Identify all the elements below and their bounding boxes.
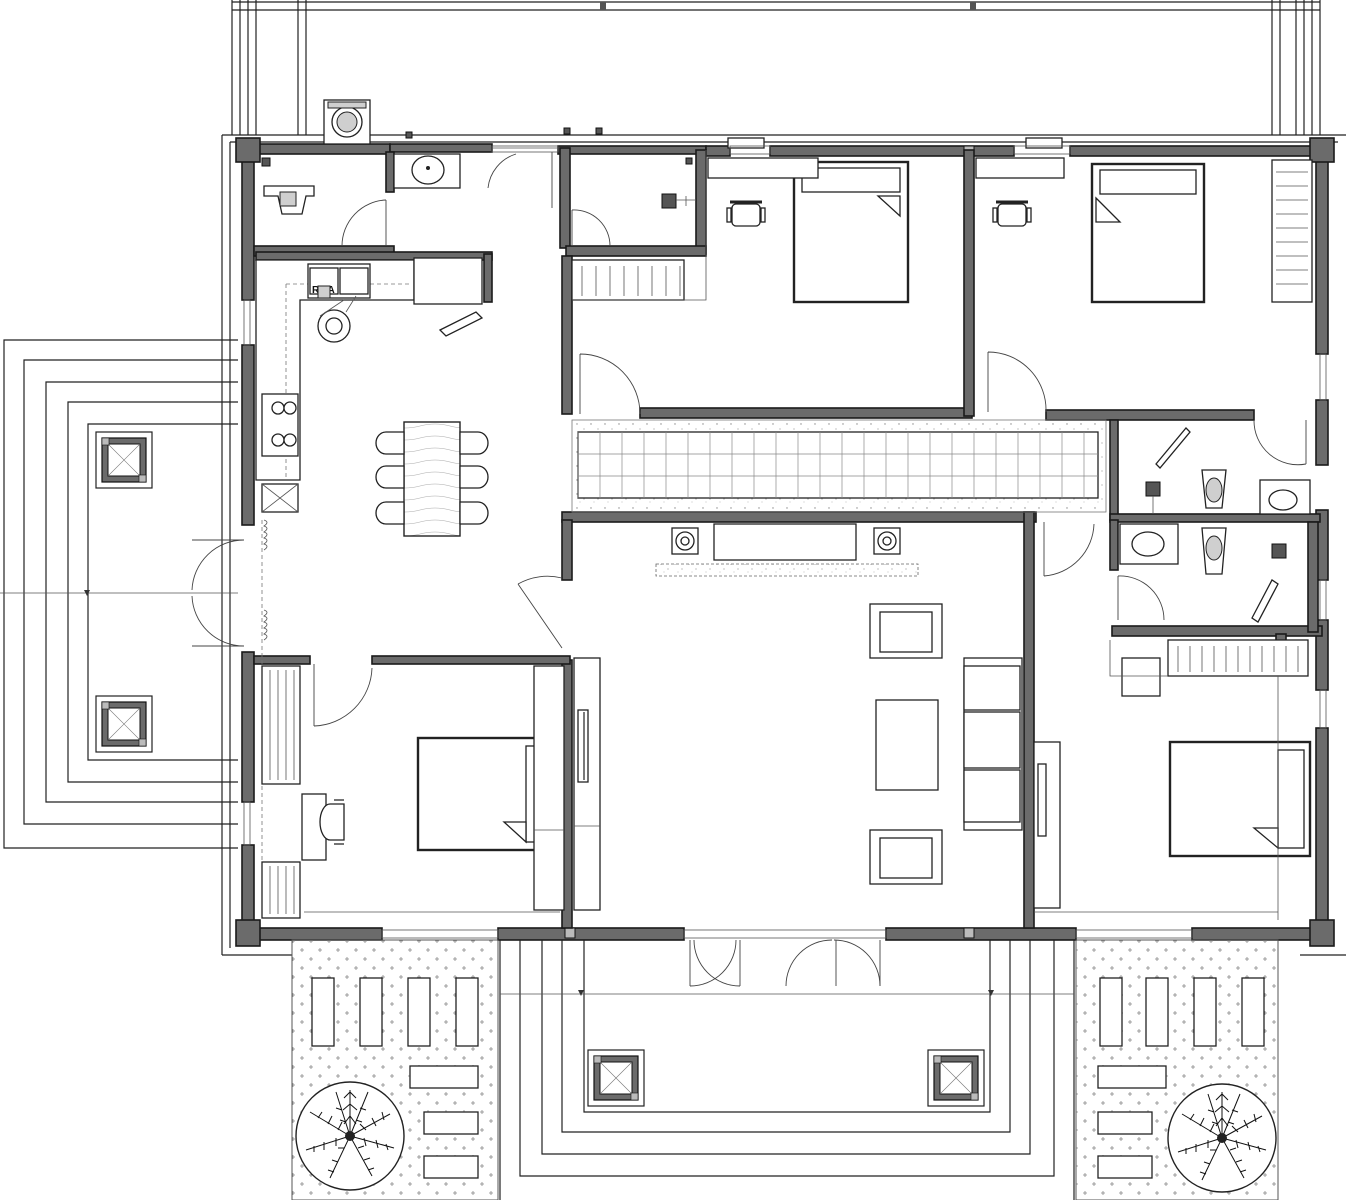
washbasin-room [393,131,558,208]
living-room [517,523,1023,911]
right-speaker [873,527,901,555]
laundry-unit [323,99,371,145]
interior-walls [253,147,1323,929]
garden-southwest [291,939,499,1200]
utility-closet [563,127,696,247]
exterior-walls [221,134,1346,956]
kitchen: RƯA [255,257,484,513]
wc-room [261,157,387,247]
bedroom-southeast [1033,639,1312,920]
window-markers [243,145,1327,939]
bedroom-north-1 [571,137,910,304]
left-speaker [671,527,699,555]
dining-table [375,421,489,537]
corridor [571,351,1107,577]
bedroom-southwest [261,664,565,919]
west-porch [0,339,268,905]
bedroom-north-2 [975,137,1313,304]
bathrooms-east [1117,419,1311,623]
north-balcony [231,0,1321,135]
corridor-grid [577,432,1098,498]
south-terrace [499,939,1075,1200]
garden-southeast [1075,939,1279,1200]
